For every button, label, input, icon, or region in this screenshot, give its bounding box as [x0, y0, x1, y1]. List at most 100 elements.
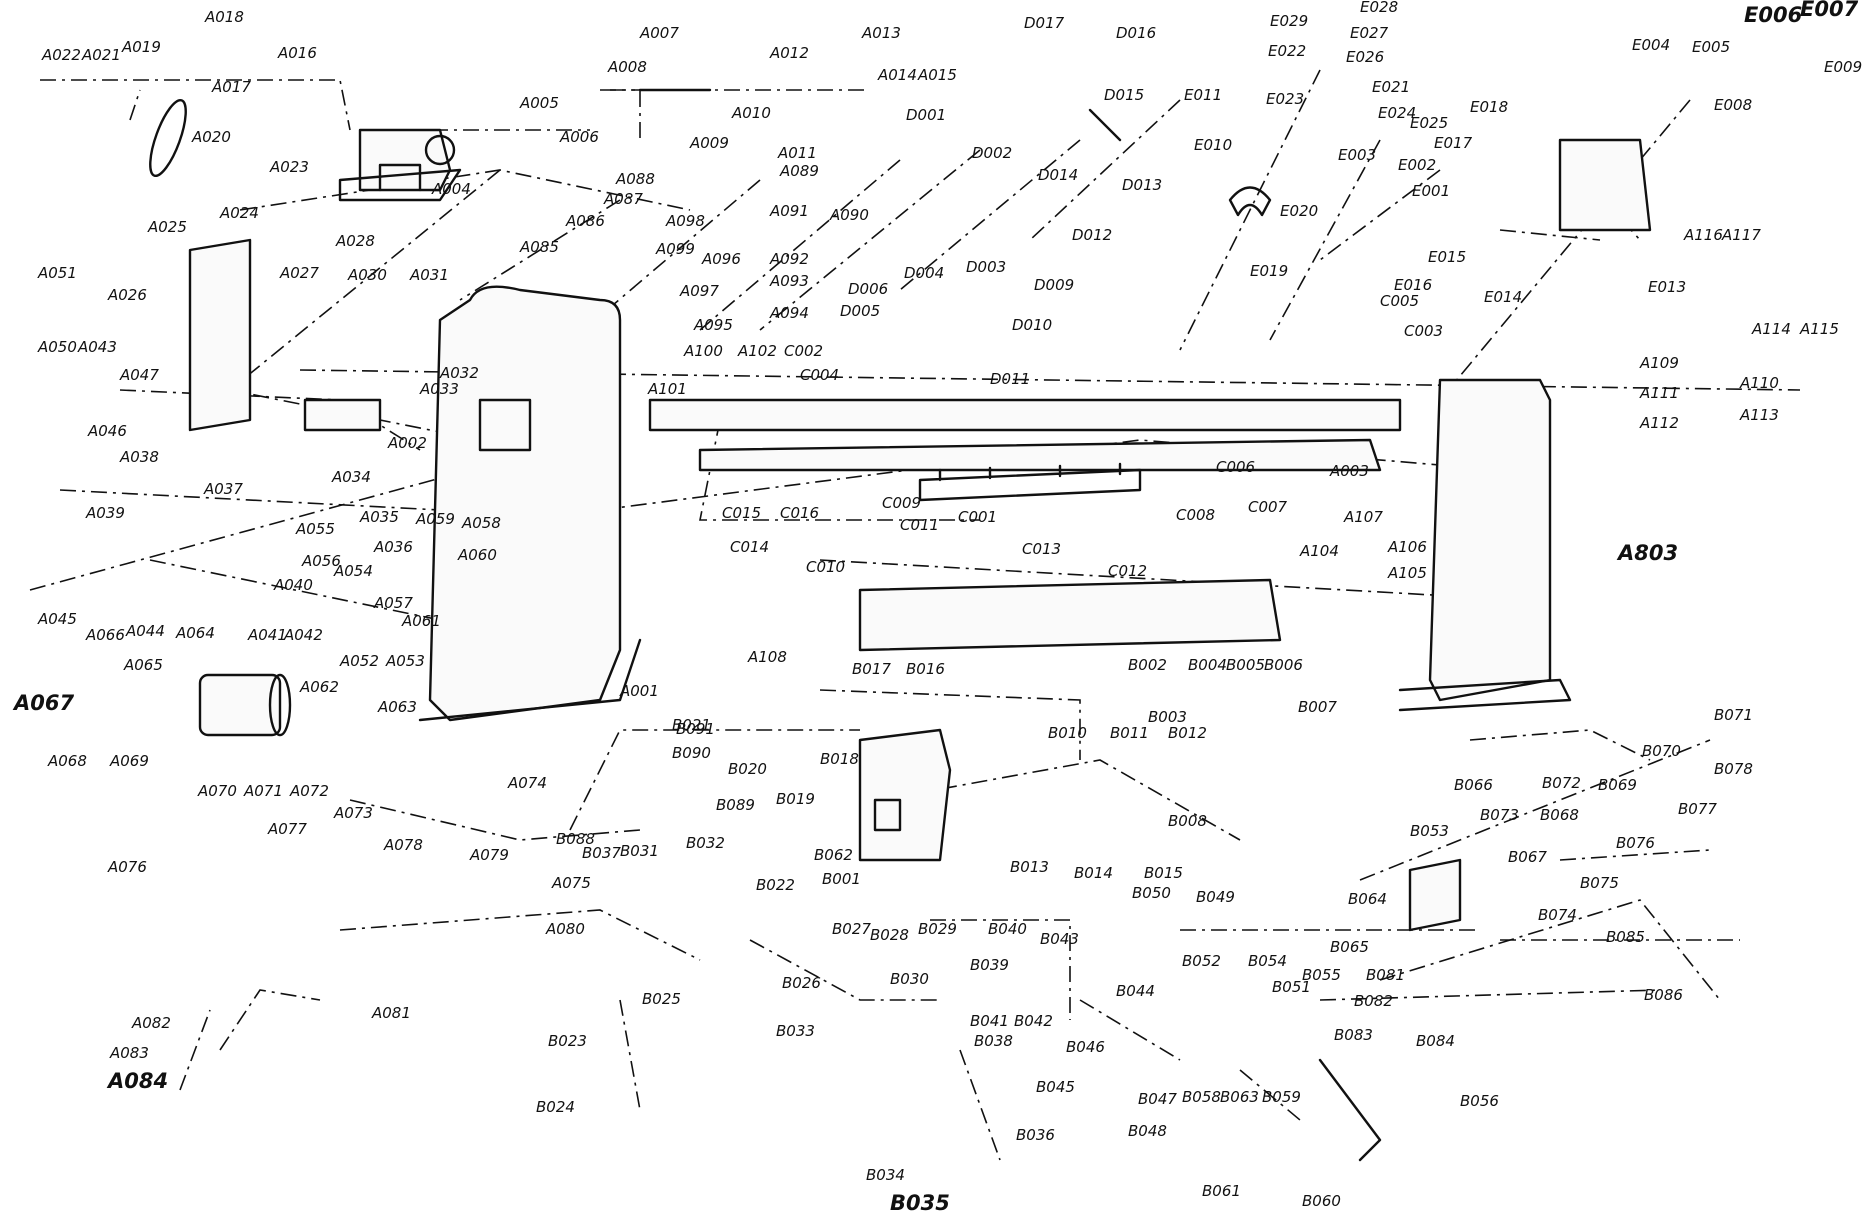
part-label-a011: A011 — [777, 144, 817, 162]
part-label-a084: A084 — [106, 1069, 168, 1093]
part-label-a054: A054 — [333, 562, 373, 580]
part-label-b032: B032 — [686, 834, 725, 852]
part-label-e003: E003 — [1338, 146, 1376, 164]
part-label-b047: B047 — [1138, 1090, 1177, 1108]
part-label-b072: B072 — [1542, 774, 1581, 792]
part-label-d006: D006 — [848, 280, 888, 298]
part-label-b068: B068 — [1540, 806, 1579, 824]
part-label-b035: B035 — [890, 1191, 950, 1215]
part-label-a024: A024 — [219, 204, 259, 222]
part-label-b029: B029 — [918, 920, 957, 938]
part-label-b031: B031 — [620, 842, 659, 860]
part-label-d002: D002 — [972, 144, 1012, 162]
part-label-e005: E005 — [1692, 38, 1730, 56]
part-label-b044: B044 — [1116, 982, 1155, 1000]
gear-rack-part — [918, 462, 1142, 502]
part-label-a078: A078 — [383, 836, 423, 854]
part-label-e020: E020 — [1280, 202, 1318, 220]
part-label-b037: B037 — [582, 844, 621, 862]
part-label-e008: E008 — [1714, 96, 1752, 114]
part-label-b038: B038 — [974, 1032, 1013, 1050]
part-label-a001: A001 — [619, 682, 659, 700]
part-label-a017: A017 — [211, 78, 251, 96]
part-label-a108: A108 — [747, 648, 787, 666]
part-label-b036: B036 — [1016, 1126, 1055, 1144]
part-label-a023: A023 — [269, 158, 309, 176]
part-label-a050: A050 — [37, 338, 77, 356]
part-label-b069: B069 — [1598, 776, 1637, 794]
part-label-b088: B088 — [556, 830, 595, 848]
part-label-a025: A025 — [147, 218, 187, 236]
part-label-a051: A051 — [37, 264, 77, 282]
part-label-b066: B066 — [1454, 776, 1493, 794]
part-label-e026: E026 — [1346, 48, 1384, 66]
part-label-e024: E024 — [1378, 104, 1416, 122]
part-label-e002: E002 — [1398, 156, 1436, 174]
chip-tray-part — [858, 578, 1282, 652]
part-label-b050: B050 — [1132, 884, 1171, 902]
part-label-a112: A112 — [1639, 414, 1679, 432]
part-label-c003: C003 — [1404, 322, 1443, 340]
part-label-a097: A097 — [679, 282, 719, 300]
part-label-e025: E025 — [1410, 114, 1448, 132]
part-label-b055: B055 — [1302, 966, 1341, 984]
bed-rails-part — [303, 398, 1402, 472]
part-label-b008: B008 — [1168, 812, 1207, 830]
part-label-a027: A027 — [279, 264, 319, 282]
motor-part — [198, 673, 292, 737]
part-label-e016: E016 — [1394, 276, 1432, 294]
part-label-a041: A041 — [247, 626, 287, 644]
part-label-a031: A031 — [409, 266, 449, 284]
part-label-e004: E004 — [1632, 36, 1670, 54]
carriage-block-part — [858, 728, 952, 862]
part-label-b041: B041 — [970, 1012, 1009, 1030]
part-label-d014: D014 — [1038, 166, 1078, 184]
part-label-b086: B086 — [1644, 986, 1683, 1004]
part-label-b005: B005 — [1226, 656, 1265, 674]
part-label-b028: B028 — [870, 926, 909, 944]
part-label-a026: A026 — [107, 286, 147, 304]
part-label-a080: A080 — [545, 920, 585, 938]
part-label-b091: B091 — [676, 720, 715, 738]
part-label-a016: A016 — [277, 44, 317, 62]
part-label-a045: A045 — [37, 610, 77, 628]
part-label-a007: A007 — [639, 24, 679, 42]
part-label-e007: E007 — [1800, 0, 1859, 21]
part-label-b024: B024 — [536, 1098, 575, 1116]
part-label-a030: A030 — [347, 266, 387, 284]
part-label-a019: A019 — [121, 38, 161, 56]
part-label-b027: B027 — [832, 920, 871, 938]
part-label-b016: B016 — [906, 660, 945, 678]
part-label-b017: B017 — [852, 660, 891, 678]
part-label-b002: B002 — [1128, 656, 1167, 674]
part-label-a098: A098 — [665, 212, 705, 230]
hand-crank-part — [1318, 1058, 1382, 1162]
part-label-e019: E019 — [1250, 262, 1288, 280]
part-label-b058: B058 — [1182, 1088, 1221, 1106]
part-label-a042: A042 — [283, 626, 323, 644]
part-label-a096: A096 — [701, 250, 741, 268]
part-label-a114: A114 — [1751, 320, 1791, 338]
part-label-e023: E023 — [1266, 90, 1304, 108]
part-label-e001: E001 — [1412, 182, 1450, 200]
part-label-a055: A055 — [295, 520, 335, 538]
part-label-d015: D015 — [1104, 86, 1144, 104]
part-label-a040: A040 — [273, 576, 313, 594]
part-label-a102: A102 — [737, 342, 777, 360]
part-label-a064: A064 — [175, 624, 215, 642]
part-label-b070: B070 — [1642, 742, 1681, 760]
part-label-a033: A033 — [419, 380, 459, 398]
part-label-a020: A020 — [191, 128, 231, 146]
part-label-a111: A111 — [1639, 384, 1679, 402]
part-label-a076: A076 — [107, 858, 147, 876]
part-label-b042: B042 — [1014, 1012, 1053, 1030]
part-label-d003: D003 — [966, 258, 1006, 276]
part-label-a105: A105 — [1387, 564, 1427, 582]
part-label-b067: B067 — [1508, 848, 1547, 866]
part-label-a068: A068 — [47, 752, 87, 770]
part-label-b039: B039 — [970, 956, 1009, 974]
part-label-c010: C010 — [806, 558, 845, 576]
part-label-b075: B075 — [1580, 874, 1619, 892]
part-label-a106: A106 — [1387, 538, 1427, 556]
